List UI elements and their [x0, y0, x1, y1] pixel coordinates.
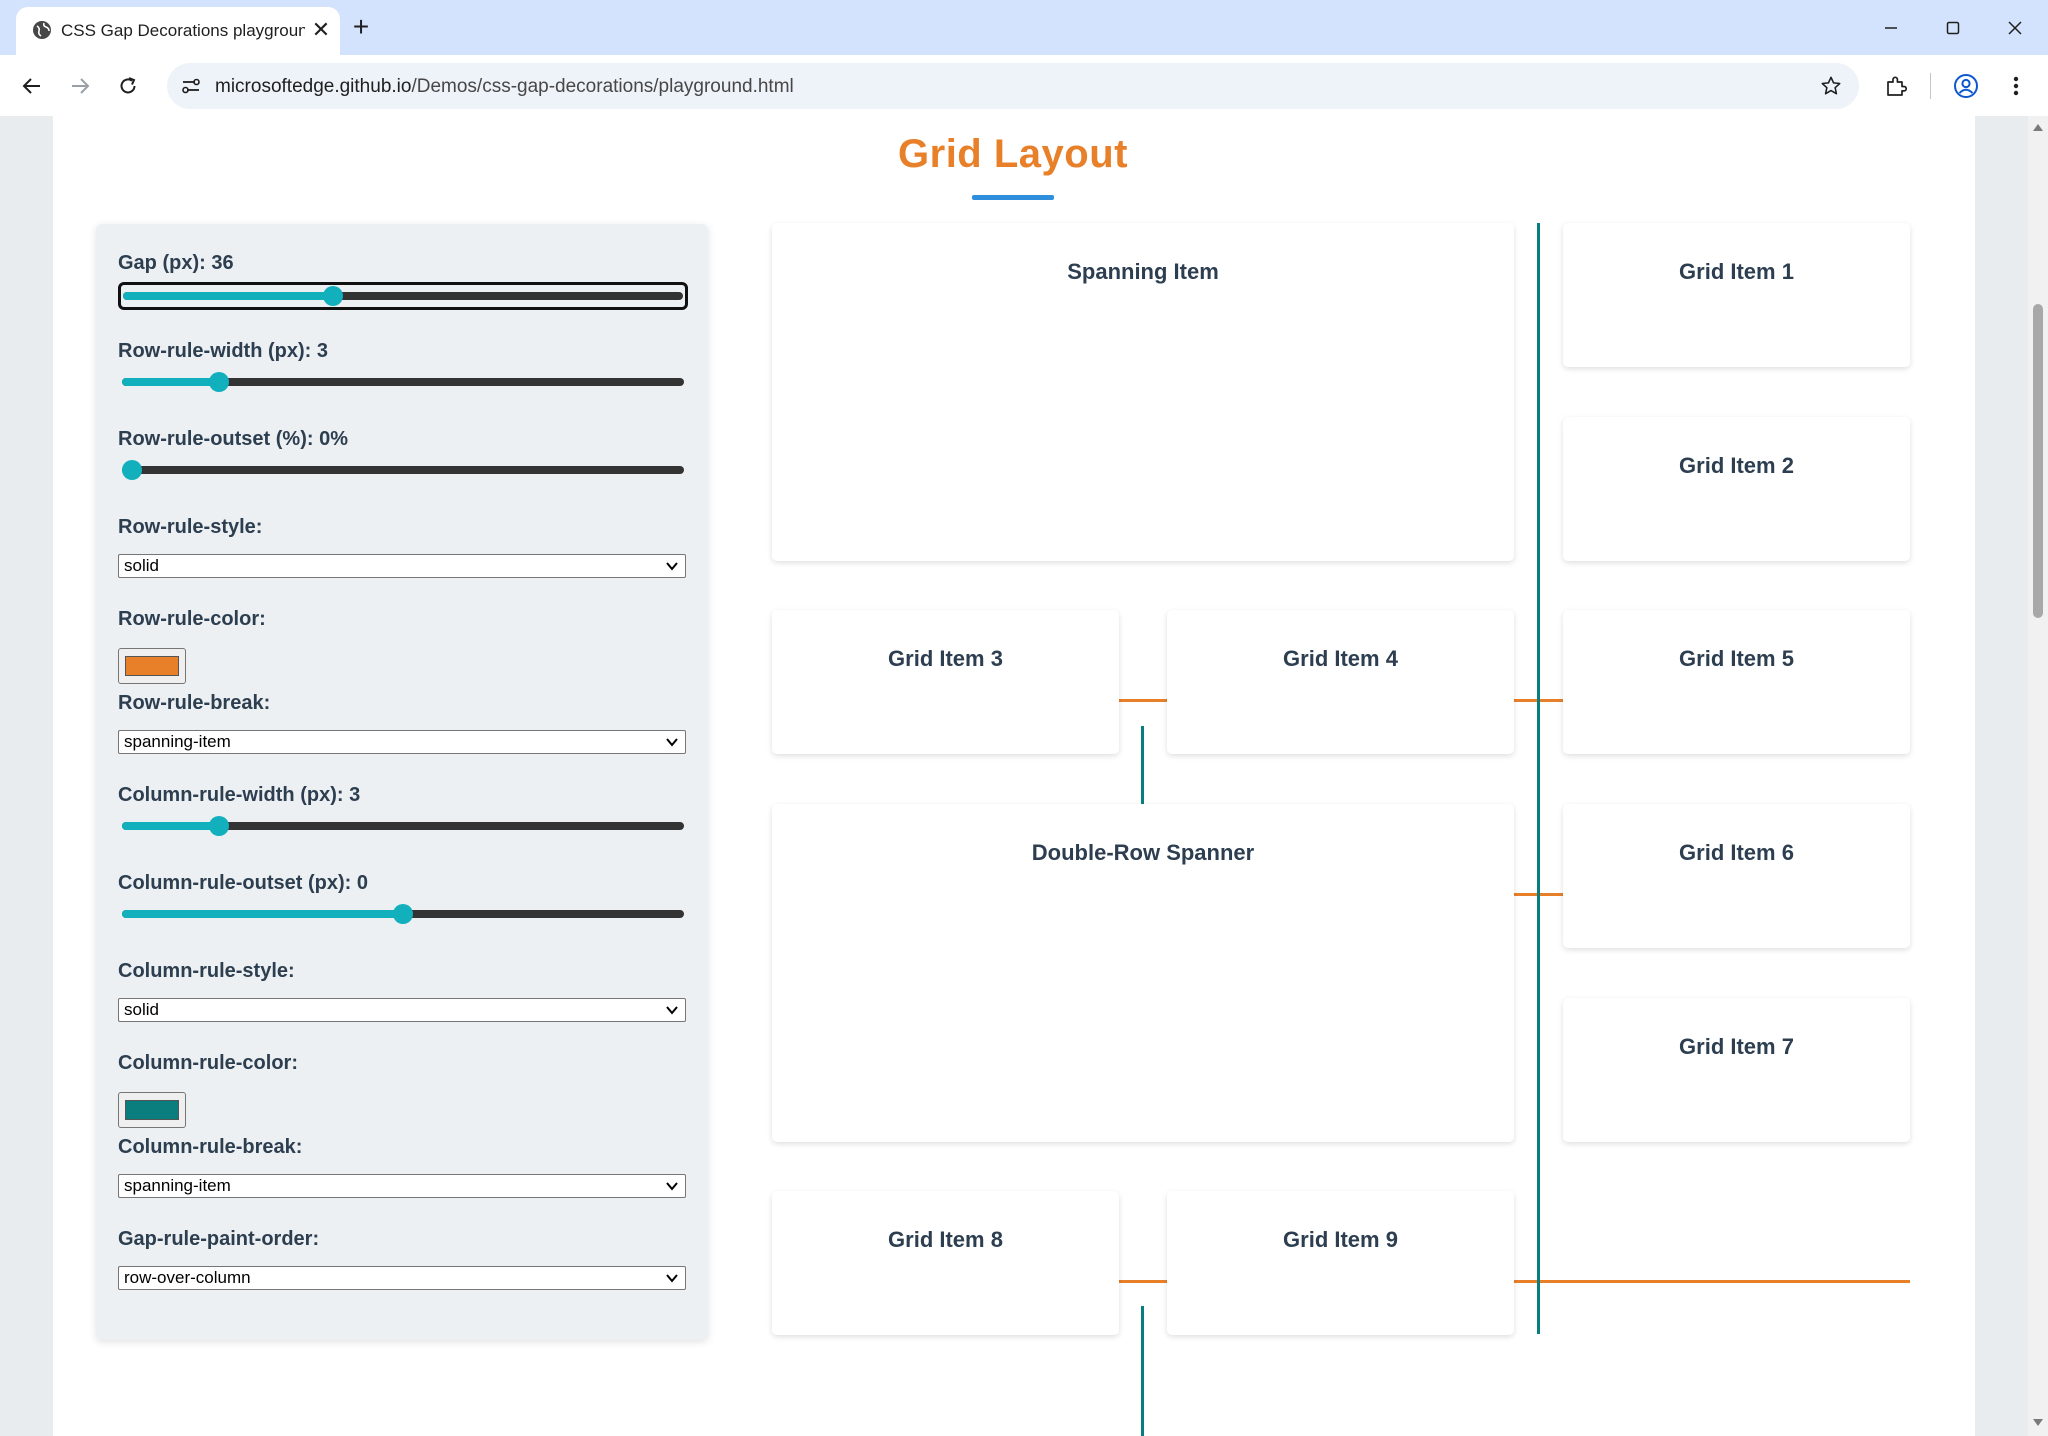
row-rule-width-label: Row-rule-width (px): 3: [118, 340, 328, 362]
reload-icon[interactable]: [110, 68, 146, 104]
url-host: microsoftedge.github.io: [215, 76, 412, 97]
scroll-up-icon[interactable]: [2031, 120, 2045, 134]
back-arrow-icon[interactable]: [14, 68, 50, 104]
row-rule-style-value: solid: [124, 556, 159, 575]
grid-item-label: Grid Item 1: [1679, 259, 1794, 284]
page-title: Grid Layout: [898, 132, 1128, 176]
grid-item-6: Grid Item 6: [1563, 804, 1910, 948]
column-rule: [1141, 726, 1144, 870]
grid-item-label: Grid Item 2: [1679, 453, 1794, 478]
url-text: microsoftedge.github.io/Demos/css-gap-de…: [215, 76, 794, 98]
column-rule-style-value: solid: [124, 1000, 159, 1019]
grid-item-3: Grid Item 3: [772, 610, 1119, 754]
gap-rule-paint-order-value: row-over-column: [124, 1268, 251, 1287]
scroll-down-icon[interactable]: [2031, 1416, 2045, 1430]
grid-item-label: Grid Item 7: [1679, 1034, 1794, 1059]
site-info-icon[interactable]: [177, 72, 205, 100]
new-tab-button[interactable]: +: [352, 11, 370, 42]
column-rule-break-select[interactable]: spanning-item: [118, 1174, 686, 1198]
grid-item-8: Grid Item 8: [772, 1191, 1119, 1335]
close-tab-icon[interactable]: ✕: [311, 17, 331, 42]
column-rule-outset-slider[interactable]: [118, 900, 688, 928]
extensions-icon[interactable]: [1878, 68, 1914, 104]
address-bar[interactable]: microsoftedge.github.io/Demos/css-gap-de…: [167, 63, 1859, 109]
grid-item-label: Spanning Item: [1067, 259, 1219, 284]
column-rule-color-swatch: [125, 1100, 179, 1120]
slider-thumb[interactable]: [393, 904, 413, 924]
column-rule: [1141, 1306, 1144, 1436]
slider-thumb[interactable]: [208, 372, 229, 392]
gap-label: Gap (px): 36: [118, 252, 234, 274]
controls-panel: Gap (px): 36 Row-rule-width (px): 3 Row-…: [96, 224, 708, 1340]
grid-item-1: Grid Item 1: [1563, 223, 1910, 367]
row-rule-color-picker[interactable]: [118, 648, 186, 684]
page-viewport: Grid Layout Gap (px): 36 Row-rule-width …: [0, 116, 2048, 1436]
column-rule-style-select[interactable]: solid: [118, 998, 686, 1022]
slider-thumb[interactable]: [322, 286, 343, 306]
page-scrollbar[interactable]: [2028, 116, 2048, 1436]
row-rule-color-swatch: [125, 656, 179, 676]
gap-slider[interactable]: [118, 282, 688, 310]
chevron-down-icon: [666, 1274, 678, 1283]
column-rule-width-slider[interactable]: [118, 812, 688, 840]
row-rule-break-value: spanning-item: [124, 732, 231, 751]
chevron-down-icon: [666, 562, 678, 571]
chevron-down-icon: [666, 1006, 678, 1015]
profile-icon[interactable]: [1948, 68, 1984, 104]
row-rule-outset-slider[interactable]: [118, 456, 688, 484]
chevron-down-icon: [666, 1182, 678, 1191]
bookmark-star-icon[interactable]: [1817, 72, 1845, 100]
row-rule-width-slider[interactable]: [118, 368, 688, 396]
grid-item-4: Grid Item 4: [1167, 610, 1514, 754]
grid-item-9: Grid Item 9: [1167, 1191, 1514, 1335]
grid-item-5: Grid Item 5: [1563, 610, 1910, 754]
tab-strip: CSS Gap Decorations playground ✕ +: [0, 0, 2048, 55]
browser-toolbar: microsoftedge.github.io/Demos/css-gap-de…: [0, 55, 2048, 116]
forward-arrow-icon[interactable]: [62, 68, 98, 104]
row-rule-color-label: Row-rule-color:: [118, 608, 266, 630]
row-rule-style-select[interactable]: solid: [118, 554, 686, 578]
row-rule-outset-label: Row-rule-outset (%): 0%: [118, 428, 348, 450]
grid-item-label: Grid Item 9: [1283, 1227, 1398, 1252]
column-rule-break-label: Column-rule-break:: [118, 1136, 303, 1158]
gap-rule-paint-order-label: Gap-rule-paint-order:: [118, 1228, 320, 1250]
grid-item-label: Grid Item 4: [1283, 646, 1398, 671]
tab-title: CSS Gap Decorations playground: [61, 21, 305, 40]
grid-demo: Spanning Item Grid Item 1 Grid Item 2 Gr…: [772, 223, 1910, 1436]
row-rule-style-label: Row-rule-style:: [118, 516, 263, 538]
menu-kebab-icon[interactable]: [1998, 68, 2034, 104]
row-rule-break-select[interactable]: spanning-item: [118, 730, 686, 754]
toolbar-divider: [1930, 73, 1931, 99]
title-underline: [972, 195, 1054, 200]
gap-rule-paint-order-select[interactable]: row-over-column: [118, 1266, 686, 1290]
grid-item-spanning: Spanning Item: [772, 223, 1514, 561]
close-window-icon[interactable]: [1990, 8, 2040, 48]
grid-item-7: Grid Item 7: [1563, 998, 1910, 1142]
chevron-down-icon: [666, 738, 678, 747]
column-rule-style-label: Column-rule-style:: [118, 960, 295, 982]
column-rule-break-value: spanning-item: [124, 1176, 231, 1195]
grid-item-label: Grid Item 6: [1679, 840, 1794, 865]
active-tab[interactable]: CSS Gap Decorations playground ✕: [16, 7, 340, 55]
grid-item-double-row-spanner: Double-Row Spanner: [772, 804, 1514, 1142]
grid-item-label: Grid Item 5: [1679, 646, 1794, 671]
column-rule-width-label: Column-rule-width (px): 3: [118, 784, 361, 806]
scrollbar-thumb[interactable]: [2033, 304, 2043, 618]
row-rule-break-label: Row-rule-break:: [118, 692, 271, 714]
slider-thumb[interactable]: [208, 816, 229, 836]
grid-item-label: Grid Item 8: [888, 1227, 1003, 1252]
grid-item-2: Grid Item 2: [1563, 417, 1910, 561]
url-path: /Demos/css-gap-decorations/playground.ht…: [411, 76, 794, 97]
maximize-icon[interactable]: [1928, 8, 1978, 48]
globe-icon: [33, 21, 51, 39]
slider-thumb[interactable]: [122, 460, 142, 480]
grid-item-label: Double-Row Spanner: [1031, 840, 1255, 865]
column-rule: [1537, 223, 1540, 1334]
grid-item-label: Grid Item 3: [888, 646, 1003, 671]
column-rule-color-picker[interactable]: [118, 1092, 186, 1128]
minimize-icon[interactable]: [1866, 8, 1916, 48]
column-rule-color-label: Column-rule-color:: [118, 1052, 298, 1074]
column-rule-outset-label: Column-rule-outset (px): 0: [118, 872, 368, 894]
